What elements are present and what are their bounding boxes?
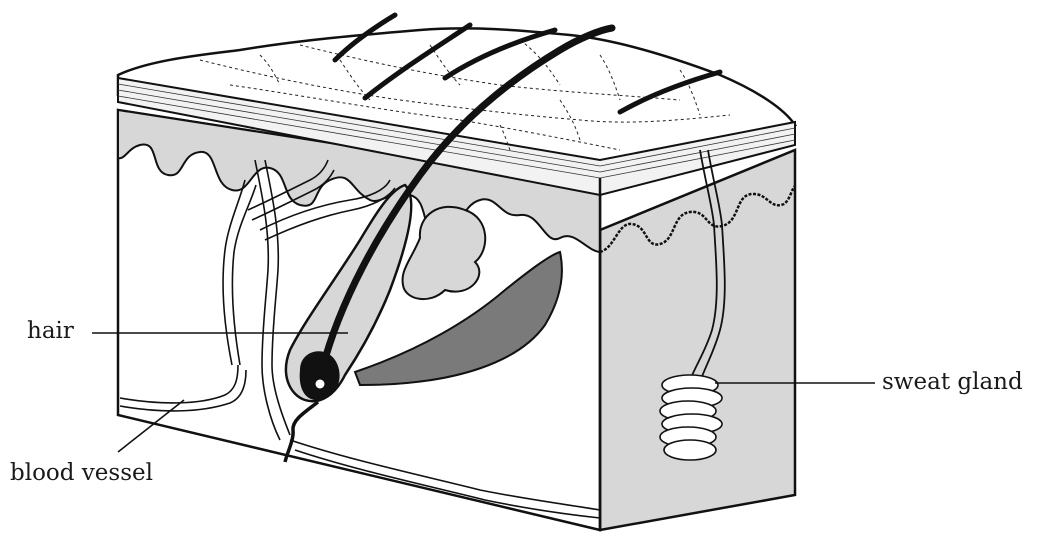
surface-cell-pattern [199, 39, 731, 151]
label-sweat-gland: sweat gland [882, 369, 1023, 395]
blood-vessels [119, 159, 601, 519]
hair-shafts [318, 12, 723, 374]
label-hair: hair [27, 318, 74, 344]
hair-bulb [299, 351, 340, 401]
epidermis-top-surface [116, 27, 798, 180]
blood-vessel-leader-line [117, 399, 185, 453]
dermis-wave-right [599, 184, 796, 254]
arrector-pili-muscle [353, 250, 563, 387]
label-blood-vessel: blood vessel [10, 460, 153, 486]
hair-papilla [314, 378, 326, 390]
epidermis-stripes [117, 83, 796, 179]
dermis-layer [117, 108, 601, 254]
sebaceous-gland [401, 205, 487, 300]
nerve-fibre [283, 400, 320, 463]
block-right-face [598, 148, 797, 532]
sweat-gland-coil [659, 374, 723, 461]
sweat-duct [689, 149, 726, 383]
